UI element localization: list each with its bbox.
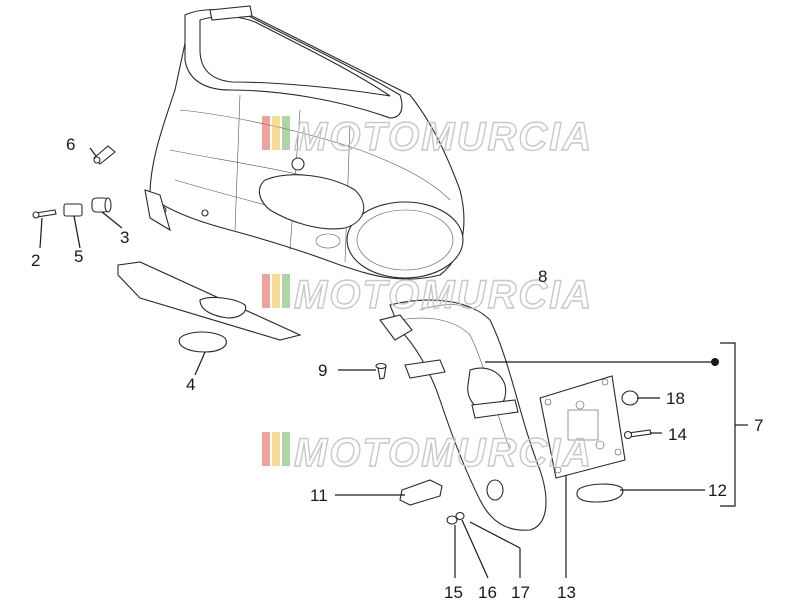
rear-mudguard bbox=[379, 299, 547, 531]
bushing-part bbox=[63, 203, 83, 217]
watermark-text-2: MOTOMURCIA bbox=[294, 273, 593, 317]
callout-8: 8 bbox=[538, 267, 547, 286]
callout-2: 2 bbox=[31, 251, 40, 270]
callout-3: 3 bbox=[120, 228, 129, 247]
callout-11: 11 bbox=[310, 486, 328, 505]
callout-labels: 6 2 5 3 4 9 8 18 14 7 11 12 15 16 17 13 bbox=[31, 135, 763, 600]
watermark-bar-red bbox=[262, 274, 270, 308]
watermark-bar-red bbox=[262, 116, 270, 150]
callout-6: 6 bbox=[66, 135, 75, 154]
washer-part bbox=[446, 511, 465, 525]
watermark-text-1: MOTOMURCIA bbox=[294, 115, 593, 159]
callout-14: 14 bbox=[668, 425, 687, 444]
watermark-bar-yellow bbox=[272, 274, 280, 308]
plate-light-part bbox=[399, 479, 443, 506]
callout-16: 16 bbox=[478, 583, 497, 600]
watermark-bar-yellow bbox=[272, 116, 280, 150]
front-shield-body bbox=[144, 5, 465, 280]
watermark-bar-red bbox=[262, 432, 270, 466]
screw-9-part bbox=[375, 362, 387, 380]
callout-18: 18 bbox=[666, 389, 685, 408]
callout-9: 9 bbox=[318, 361, 327, 380]
screw-14-part bbox=[623, 429, 652, 440]
bulb-part bbox=[93, 145, 116, 165]
callout-17: 17 bbox=[511, 583, 530, 600]
watermark-bar-green bbox=[282, 432, 290, 466]
callout-7: 7 bbox=[754, 416, 763, 435]
callout-4: 4 bbox=[186, 375, 195, 394]
plate-holder-part bbox=[539, 375, 626, 479]
grommet-part bbox=[91, 197, 112, 213]
screw-part bbox=[32, 209, 57, 219]
callout-15: 15 bbox=[444, 583, 463, 600]
leader-lines bbox=[39, 147, 748, 579]
watermark-1: MOTOMURCIA bbox=[262, 114, 593, 160]
watermark-bar-green bbox=[282, 274, 290, 308]
watermark-2: MOTOMURCIA bbox=[262, 272, 593, 318]
reflector-part bbox=[576, 483, 624, 503]
watermark-bar-yellow bbox=[272, 432, 280, 466]
callout-5: 5 bbox=[74, 247, 83, 266]
cap-18-part bbox=[621, 390, 639, 406]
inner-panel bbox=[117, 261, 302, 341]
callout-12: 12 bbox=[708, 481, 727, 500]
rubber-cover-part bbox=[178, 331, 227, 353]
watermark-text-3: MOTOMURCIA bbox=[294, 431, 593, 475]
callout-13: 13 bbox=[557, 583, 576, 600]
watermark-3: MOTOMURCIA bbox=[262, 430, 593, 476]
watermark-bar-green bbox=[282, 116, 290, 150]
leader-dot bbox=[711, 358, 719, 366]
